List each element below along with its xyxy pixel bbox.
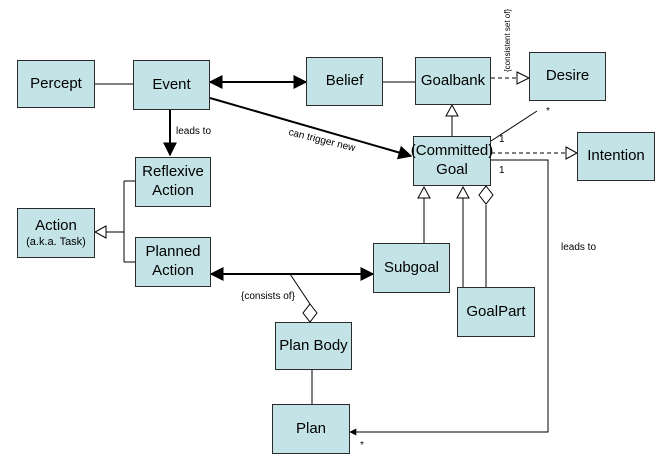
node-desire-label: Desire [545,67,590,85]
generalization-arrowhead-action [93,225,107,239]
node-event-label: Event [152,75,191,93]
edge-event-goal [209,97,413,160]
node-belief-label: Belief [325,72,364,90]
node-belief[interactable]: Belief [306,57,383,106]
label-leads-to-goal: leads to [561,242,597,253]
node-goalpart[interactable]: GoalPart [457,287,535,337]
node-action-line2: (a.k.a. Task) [26,235,86,248]
node-plan-label: Plan [295,419,327,437]
node-goalbank[interactable]: Goalbank [415,57,491,105]
mult-goal-desire-one: 1 [499,134,505,145]
node-plan[interactable]: Plan [272,404,350,454]
node-planned-action-line2: Action [152,262,194,279]
node-committed-goal-line2: Goal [436,161,468,178]
node-goalbank-label: Goalbank [420,71,486,89]
node-plan-body[interactable]: Plan Body [275,322,352,370]
node-planned-action-line1: Planned [145,243,201,261]
aggregation-diamond-goal [478,185,494,205]
node-planned-action[interactable]: Planned Action [135,237,211,287]
node-plan-body-label: Plan Body [279,336,348,354]
node-desire[interactable]: Desire [529,52,606,101]
realization-arrowhead-intention [565,146,579,160]
node-percept-label: Percept [30,74,82,92]
mult-goal-plan-one: 1 [499,165,505,176]
edge-goal-plan [349,159,549,436]
generalization-arrowhead-goalpart [456,185,470,199]
generalization-arrowhead-goalbank [445,103,459,117]
node-event[interactable]: Event [133,60,210,110]
node-committed-goal[interactable]: (Committed) Goal [410,136,494,186]
node-reflexive-action-line2: Action [152,182,194,199]
aggregation-diamond-planbody [302,303,318,323]
node-action-line1: Action [35,216,77,234]
node-intention[interactable]: Intention [577,132,655,181]
edge-goal-desire [490,110,538,142]
node-reflexive-action[interactable]: Reflexive Action [135,157,211,207]
mult-plan-star: * [360,440,364,451]
edge-consists-of [289,273,311,305]
mult-desire-star: * [546,106,550,117]
node-action[interactable]: Action (a.k.a. Task) [17,208,95,258]
label-consistent-set-of: {consistent set of} [503,8,512,72]
realization-arrowhead-desire [516,71,531,85]
node-percept[interactable]: Percept [17,60,95,108]
label-consists-of: {consists of} [241,291,295,302]
node-subgoal[interactable]: Subgoal [373,243,450,293]
node-goalpart-label: GoalPart [466,302,526,320]
label-leads-to-event: leads to [176,126,212,137]
generalization-arrowhead-subgoal [417,185,431,199]
node-subgoal-label: Subgoal [383,258,440,276]
node-reflexive-action-line1: Reflexive [142,163,204,181]
node-committed-goal-line1: (Committed) [410,142,494,160]
node-intention-label: Intention [587,147,645,165]
